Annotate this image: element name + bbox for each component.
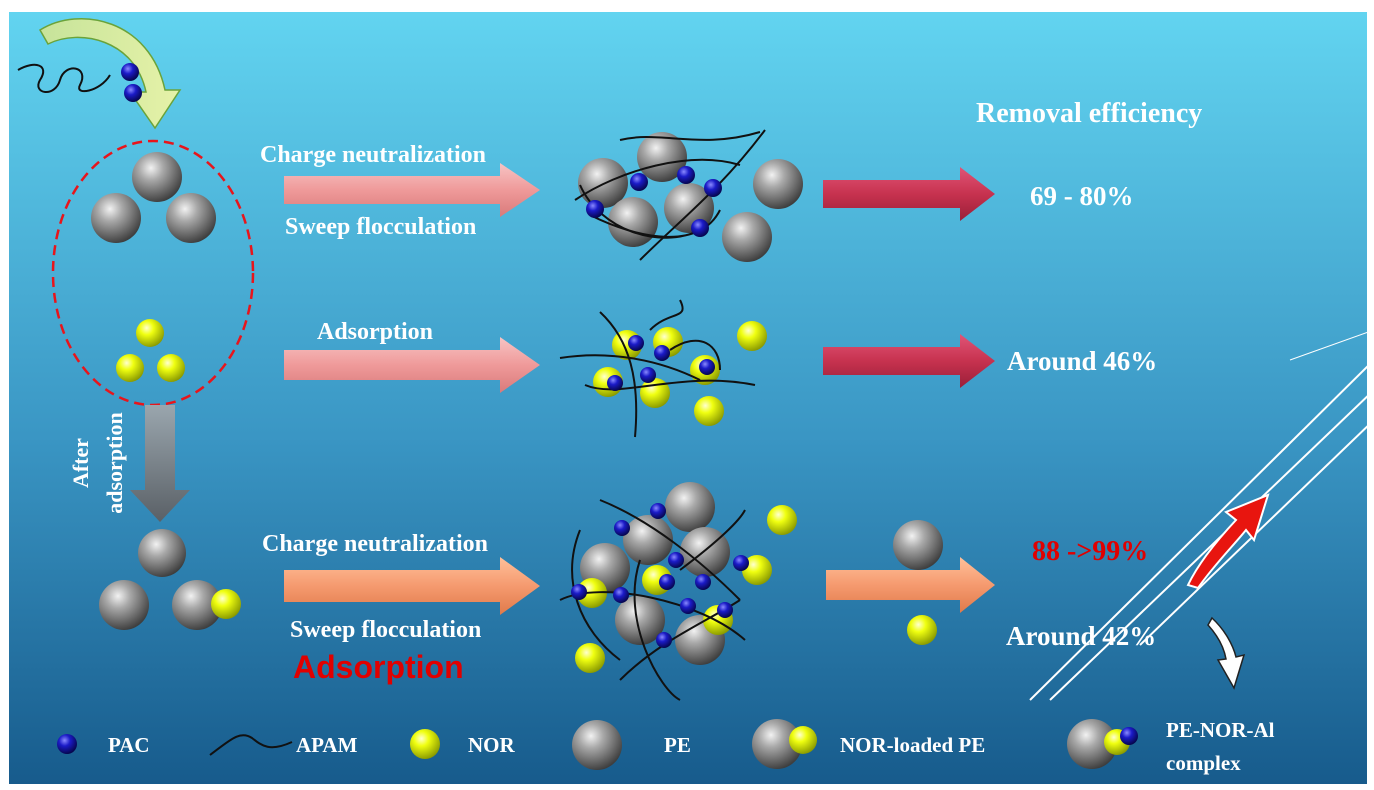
- row3-floc: [559, 482, 797, 701]
- legend-label-nor: NOR: [468, 733, 516, 757]
- row1-process-top: Charge neutralization: [260, 142, 486, 168]
- row2-process-top: Adsorption: [317, 319, 433, 345]
- decrease-arrow-icon: [1207, 616, 1246, 690]
- row1-floc: [574, 129, 803, 262]
- legend-label-pe: PE: [664, 733, 691, 757]
- pac-pair-top: [121, 63, 142, 102]
- row3-process-bottom: Sweep flocculation: [290, 617, 481, 643]
- legend: PAC APAM NOR PE NOR-loaded PE PE-NOR-Al …: [57, 718, 1275, 775]
- row3-residual-particles: [893, 520, 943, 645]
- row2-result-arrow: [823, 334, 995, 388]
- apam-squiggle-top: [17, 63, 111, 93]
- row3-process-extra: Adsorption: [293, 649, 464, 685]
- legend-label-apam: APAM: [296, 733, 358, 757]
- legend-label-pe-nor-al: PE-NOR-Al: [1166, 718, 1275, 742]
- removal-efficiency-title: Removal efficiency: [976, 98, 1202, 129]
- nor-loaded-pe-icon: [752, 719, 817, 769]
- row3-result-arrow: [826, 557, 995, 613]
- row1-result-arrow: [823, 167, 995, 221]
- pe-group-initial: [91, 152, 216, 243]
- row3-result-down: Around 42%: [1006, 621, 1156, 651]
- row3-result-up: 88 ->99%: [1032, 536, 1148, 567]
- pac-icon: [57, 734, 77, 754]
- row2-floc: [559, 299, 767, 438]
- after-adsorption-particles: [99, 529, 241, 630]
- row2-result: Around 46%: [1007, 346, 1157, 376]
- row1-process-bottom: Sweep flocculation: [285, 214, 476, 240]
- after-adsorption-arrow: [130, 405, 190, 522]
- pe-icon: [572, 720, 622, 770]
- nor-group-initial: [116, 319, 185, 382]
- legend-label-pac: PAC: [108, 733, 150, 757]
- apam-icon: [209, 734, 293, 756]
- row1-result: 69 - 80%: [1030, 181, 1134, 211]
- row3-process-arrow: [284, 557, 540, 615]
- after-adsorption-label-2: adsorption: [102, 412, 127, 513]
- after-adsorption-label-1: After: [68, 438, 93, 488]
- nor-icon: [410, 729, 440, 759]
- legend-label-nor-loaded-pe: NOR-loaded PE: [840, 733, 985, 757]
- pe-nor-al-icon: [1067, 719, 1138, 769]
- row1-process-arrow: [284, 163, 540, 217]
- row3-process-top: Charge neutralization: [262, 531, 488, 557]
- increase-arrow-icon: [1186, 493, 1270, 590]
- row2-process-arrow: [284, 337, 540, 393]
- curved-input-arrow: [38, 17, 182, 130]
- legend-label-pe-nor-al-2: complex: [1166, 751, 1241, 775]
